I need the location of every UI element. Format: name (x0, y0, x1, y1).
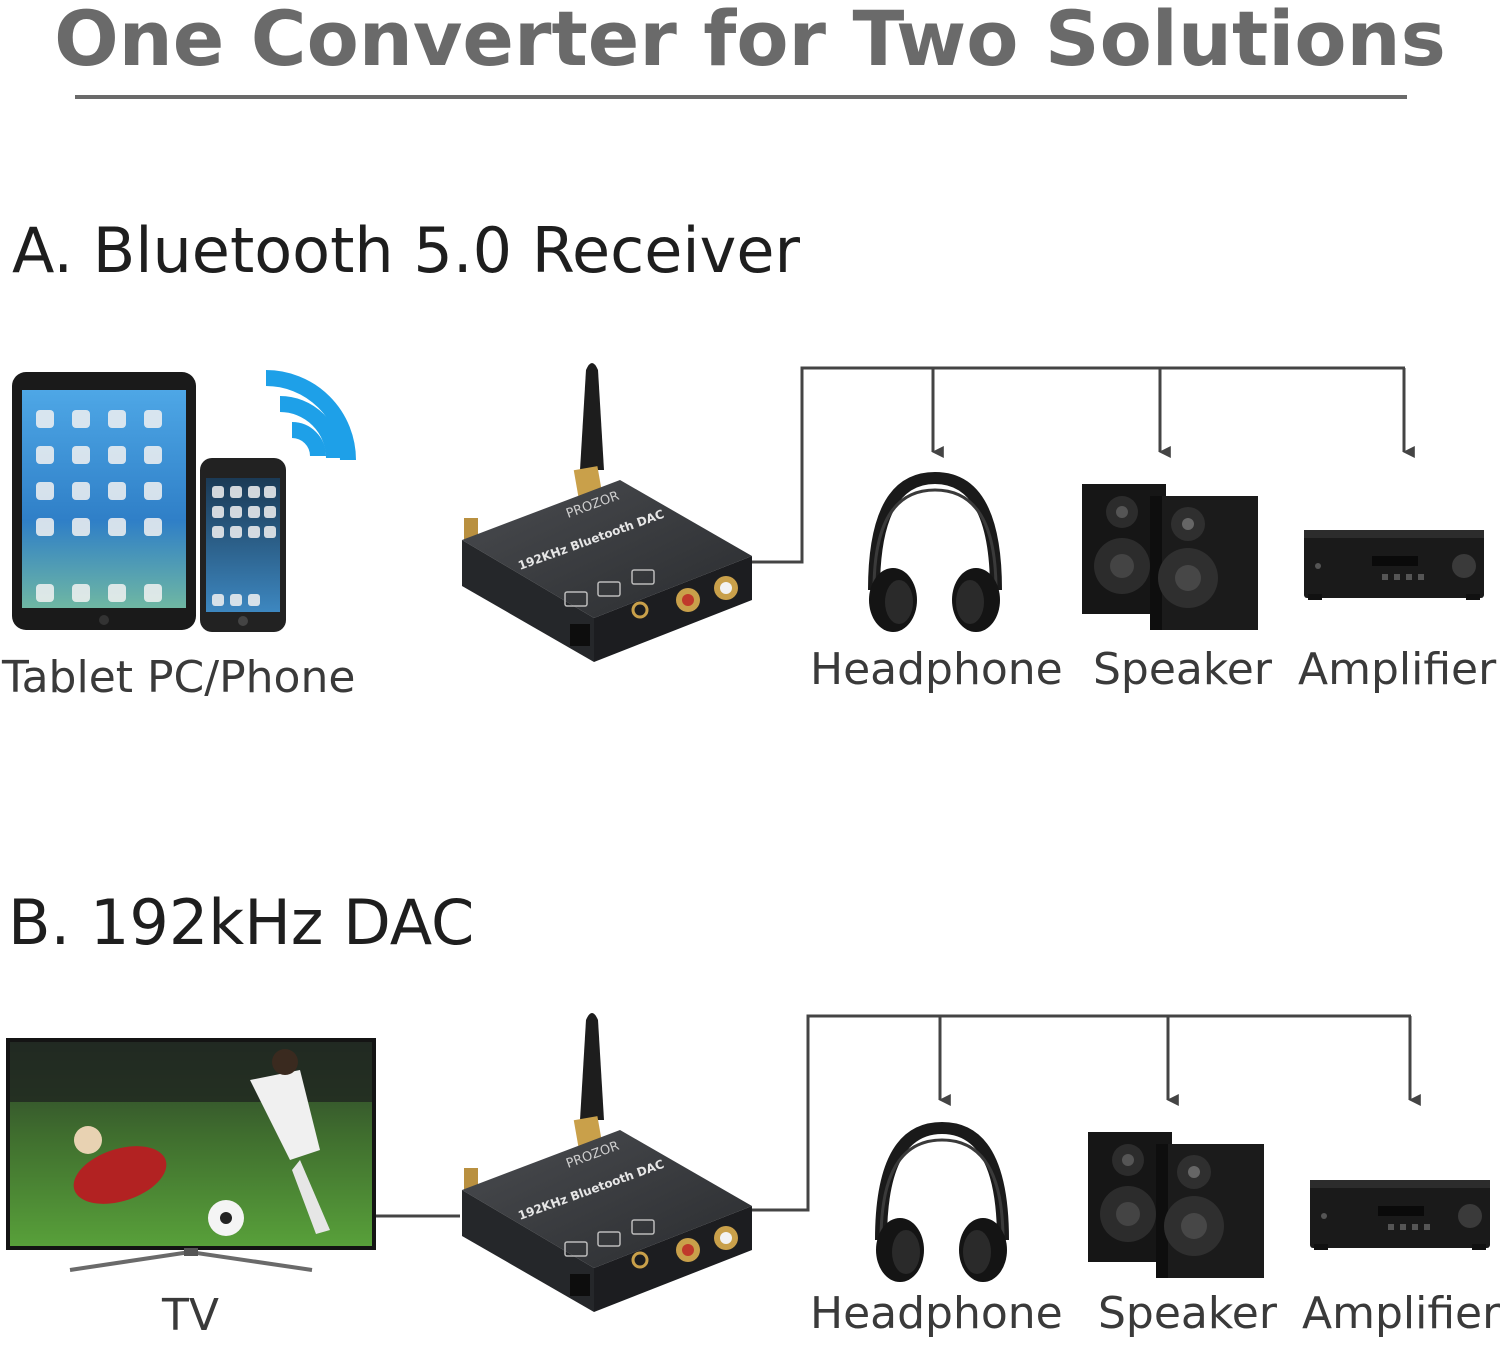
speaker-icon (1082, 484, 1258, 630)
section-a-heading: A. Bluetooth 5.0 Receiver (12, 214, 800, 287)
connector-lines-a (752, 366, 1415, 564)
wireless-signal-icon (265, 370, 356, 461)
section-b-heading: B. 192kHz DAC (8, 886, 475, 959)
headphone-icon (868, 471, 1002, 632)
speaker-icon-b (1088, 1132, 1264, 1278)
output-label-amplifier-a: Amplifier (1298, 644, 1497, 695)
page-title: One Converter for Two Solutions (54, 0, 1446, 83)
tablet-icon (12, 372, 196, 630)
title-underline (75, 95, 1407, 99)
amplifier-icon-b (1310, 1180, 1490, 1250)
headphone-icon-b (875, 1121, 1009, 1282)
output-label-speaker-b: Speaker (1098, 1288, 1277, 1339)
amplifier-icon (1304, 530, 1484, 600)
source-label-b: TV (162, 1290, 219, 1341)
output-label-amplifier-b: Amplifier (1302, 1288, 1500, 1339)
source-label-a: Tablet PC/Phone (2, 652, 356, 703)
output-label-headphone-b: Headphone (810, 1288, 1063, 1339)
output-label-headphone-a: Headphone (810, 644, 1063, 695)
connector-lines-b (752, 1014, 1421, 1212)
dac-device-icon: PROZOR 192KHz Bluetooth DAC (462, 363, 752, 662)
tv-icon (6, 1038, 376, 1272)
phone-icon (200, 458, 286, 632)
dac-device-icon-b: PROZOR 192KHz Bluetooth DAC (462, 1013, 752, 1312)
output-label-speaker-a: Speaker (1093, 644, 1272, 695)
